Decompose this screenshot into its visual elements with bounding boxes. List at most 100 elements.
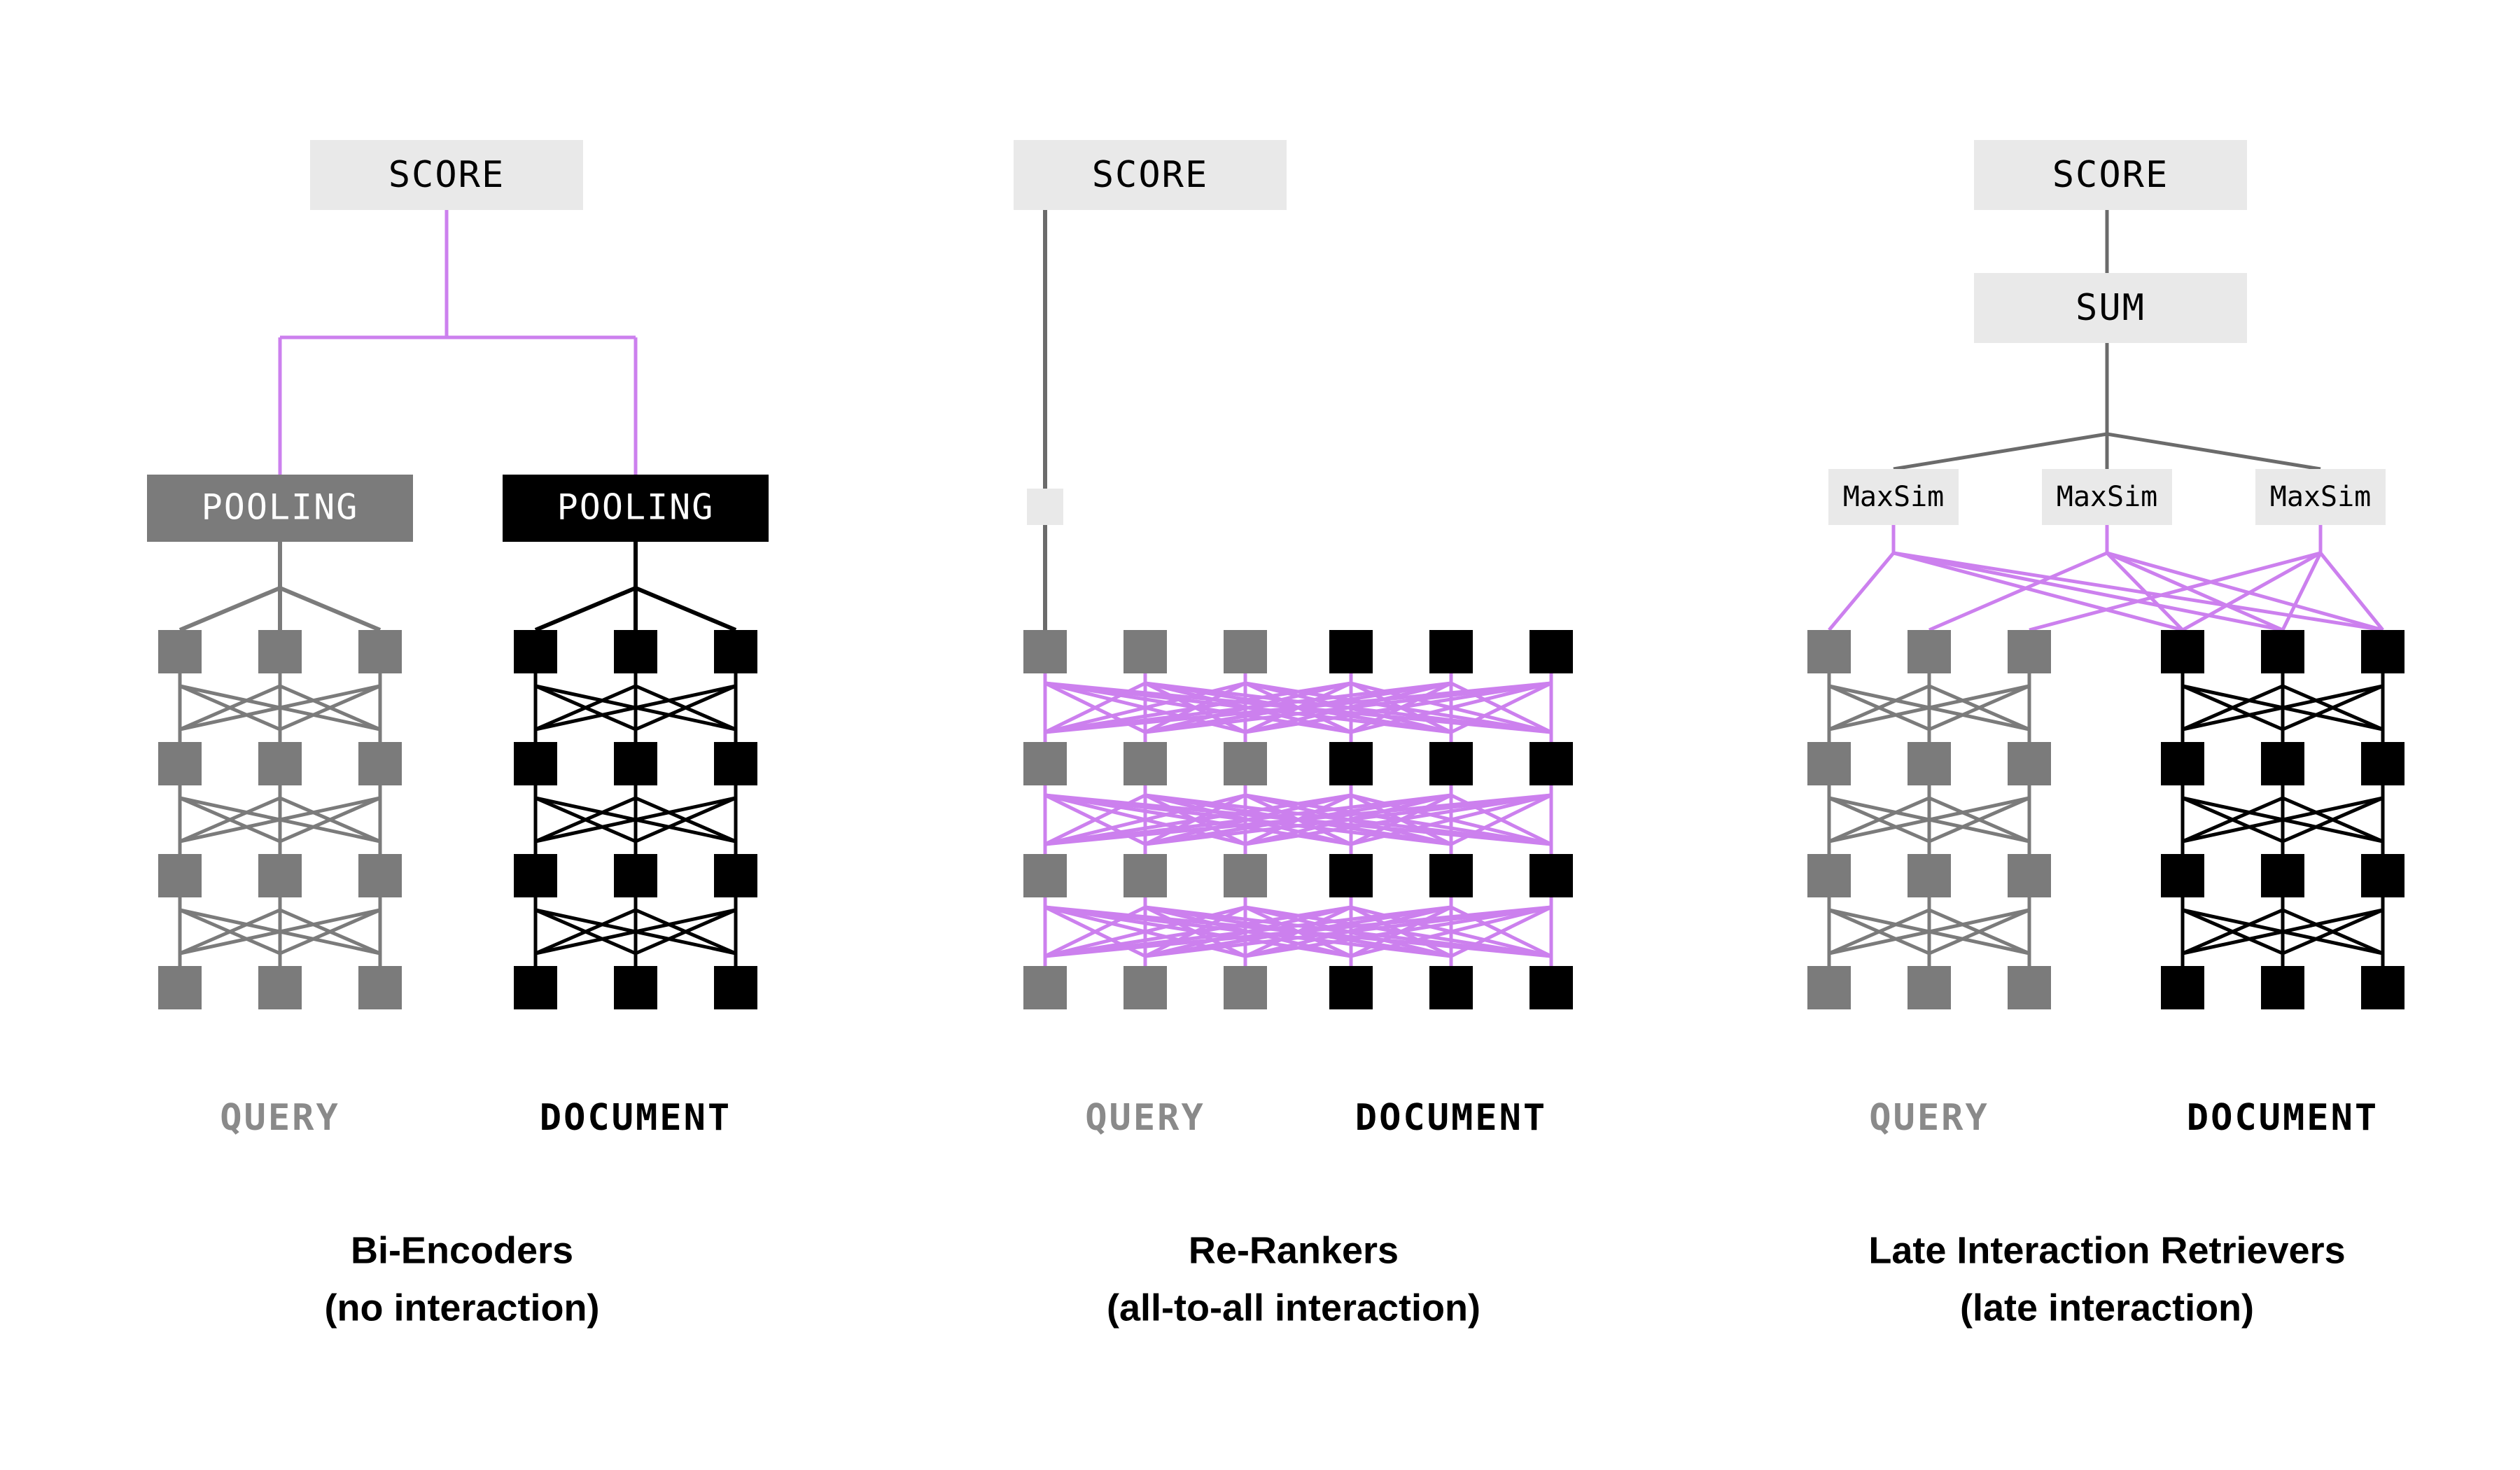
- token-node-query-li: [1807, 630, 1851, 673]
- interaction-edge-document-bi: [535, 908, 736, 955]
- interaction-edge-document-bi: [535, 908, 636, 955]
- token-node-query-bi: [158, 854, 202, 897]
- token-node-document-li: [2361, 966, 2404, 1009]
- sum-box-li: [1974, 273, 2247, 343]
- token-node-query-bi: [158, 630, 202, 673]
- interaction-edge-document-li: [2182, 684, 2384, 732]
- token-node-query-li: [1907, 854, 1951, 897]
- token-node-document-bi: [514, 630, 557, 673]
- interaction-edge-rr: [1044, 905, 1552, 958]
- token-node-query-rr: [1023, 854, 1067, 897]
- token-node-query-rr: [1124, 742, 1167, 785]
- token-node-document-bi: [714, 854, 757, 897]
- interaction-edge-query-bi: [279, 796, 381, 844]
- interaction-edge-document-li: [2282, 684, 2384, 732]
- maxsim-label-li: MaxSim: [2270, 481, 2372, 513]
- interaction-edge-document-bi: [635, 908, 736, 955]
- maxsim-box-li: [2255, 469, 2386, 525]
- token-node-query-rr: [1224, 630, 1267, 673]
- token-node-document-bi: [514, 742, 557, 785]
- token-node-document-li: [2161, 742, 2204, 785]
- interaction-edge-rr: [1450, 905, 1553, 958]
- pooling-fan-edge: [634, 586, 737, 632]
- interaction-edge-document-bi: [535, 796, 636, 844]
- token-node-document-li: [2261, 966, 2304, 1009]
- token-node-query-rr: [1224, 742, 1267, 785]
- interaction-edge-query-bi: [279, 908, 381, 955]
- token-node-query-rr: [1224, 854, 1267, 897]
- score-box-bi: [310, 140, 583, 210]
- token-node-document-bi: [614, 742, 657, 785]
- token-node-document-li: [2361, 630, 2404, 673]
- maxsim-document-edge-li: [2319, 552, 2384, 631]
- interaction-edge-rr: [1144, 681, 1552, 734]
- token-node-query-rr: [1224, 966, 1267, 1009]
- token-node-query-bi: [158, 966, 202, 1009]
- interaction-edge-query-li: [1828, 796, 2030, 844]
- maxsim-box-li: [2042, 469, 2172, 525]
- token-node-document-bi: [514, 966, 557, 1009]
- maxsim-box-li: [1828, 469, 1959, 525]
- interaction-edge-rr: [1044, 905, 1352, 958]
- maxsim-query-edge-li: [1828, 552, 1895, 631]
- interaction-edge-query-li: [1928, 908, 2030, 955]
- query-label-bi: QUERY: [220, 1097, 340, 1139]
- score-box-rr: [1014, 140, 1287, 210]
- maxsim-label-li: MaxSim: [1843, 481, 1945, 513]
- interaction-edge-rr: [1450, 681, 1553, 734]
- token-node-query-rr: [1023, 630, 1067, 673]
- token-node-document-rr: [1329, 630, 1373, 673]
- interaction-edge-document-li: [2182, 684, 2283, 732]
- interaction-edge-rr: [1245, 793, 1552, 846]
- sum-fan-edge-li: [2106, 432, 2321, 471]
- maxsim-document-edge-li: [1893, 551, 2283, 632]
- interaction-edge-rr: [1044, 905, 1246, 958]
- interaction-edge-rr: [1450, 793, 1553, 846]
- interaction-edge-query-bi: [179, 908, 281, 955]
- token-node-document-bi: [714, 966, 757, 1009]
- token-node-document-rr: [1530, 630, 1573, 673]
- interaction-edge-document-li: [2182, 908, 2283, 955]
- token-node-document-li: [2361, 742, 2404, 785]
- token-node-document-rr: [1530, 854, 1573, 897]
- token-node-query-li: [2008, 854, 2051, 897]
- maxsim-document-edge-li: [1893, 551, 2183, 632]
- token-node-document-bi: [614, 854, 657, 897]
- interaction-edge-query-bi: [179, 796, 281, 844]
- token-node-document-rr: [1530, 742, 1573, 785]
- pooling-label-query-bi: POOLING: [202, 487, 359, 528]
- score-label-bi: SCORE: [388, 154, 505, 196]
- document-label-bi: DOCUMENT: [540, 1097, 732, 1139]
- interaction-edge-query-li: [1828, 684, 2030, 732]
- interaction-edge-query-bi: [179, 796, 381, 844]
- maxsim-label-li: MaxSim: [2057, 481, 2158, 513]
- interaction-edge-document-li: [2282, 908, 2384, 955]
- interaction-edge-rr: [1144, 793, 1552, 846]
- interaction-edge-document-li: [2182, 796, 2384, 844]
- token-node-query-bi: [258, 854, 302, 897]
- interaction-edge-query-bi: [279, 684, 381, 732]
- interaction-edge-rr: [1144, 905, 1552, 958]
- token-node-document-li: [2161, 630, 2204, 673]
- token-node-query-li: [2008, 630, 2051, 673]
- token-node-query-bi: [158, 742, 202, 785]
- token-node-query-li: [1907, 630, 1951, 673]
- interaction-edge-document-bi: [635, 796, 736, 844]
- token-node-query-bi: [258, 742, 302, 785]
- pooling-fan-edge: [279, 586, 382, 632]
- maxsim-document-edge-li: [1893, 551, 2384, 632]
- interaction-edge-rr: [1245, 681, 1552, 734]
- interaction-edge-rr: [1044, 681, 1147, 734]
- token-node-query-rr: [1023, 966, 1067, 1009]
- document-label-rr: DOCUMENT: [1355, 1097, 1547, 1139]
- token-node-document-rr: [1429, 854, 1473, 897]
- interaction-edge-query-li: [1828, 684, 1930, 732]
- token-node-query-li: [2008, 742, 2051, 785]
- token-node-document-rr: [1329, 966, 1373, 1009]
- interaction-edge-document-li: [2182, 796, 2283, 844]
- maxsim-document-edge-li: [2281, 552, 2323, 631]
- interaction-edge-rr: [1044, 905, 1147, 958]
- token-node-document-bi: [614, 630, 657, 673]
